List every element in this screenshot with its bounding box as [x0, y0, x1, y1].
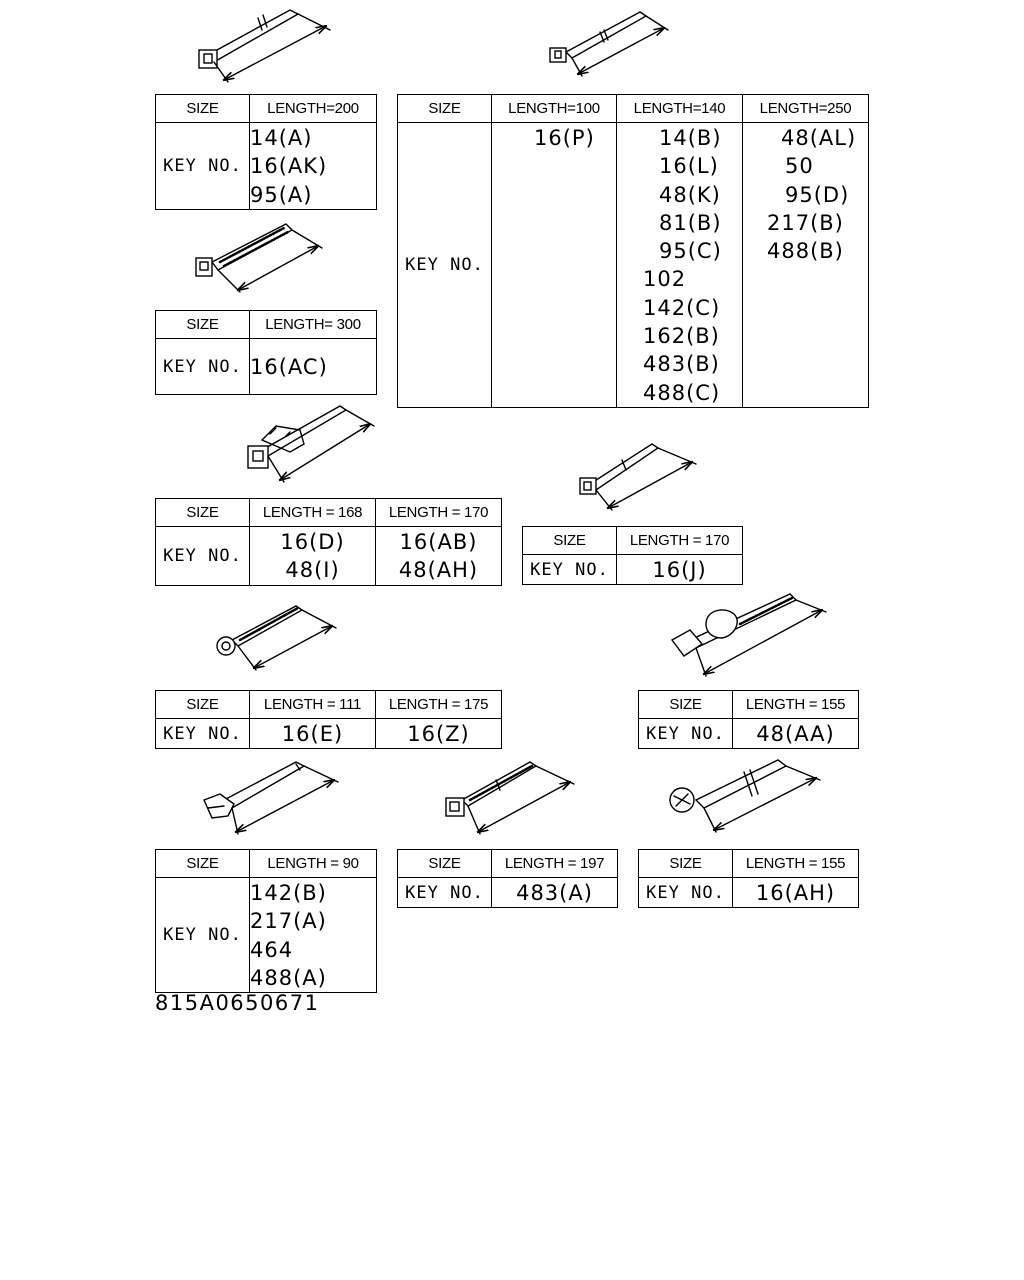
key-value: 48(AA) — [756, 722, 835, 746]
length-header: LENGTH = 175 — [375, 690, 502, 719]
length-header: LENGTH=140 — [616, 94, 743, 123]
key-value: 217(B) — [767, 210, 844, 235]
table-length-300: SIZE LENGTH= 300 KEY NO. 16(AC) — [155, 310, 377, 395]
key-value: 16(J) — [652, 558, 707, 582]
key-value: 16(P) — [534, 126, 595, 150]
table-length-200: SIZE LENGTH=200 KEY NO. 14(A) 16(AK) 95(… — [155, 94, 377, 210]
key-no-label: KEY NO. — [638, 876, 733, 909]
cable-tie-clip-200-illustration — [198, 9, 331, 83]
length-header: LENGTH = 197 — [491, 849, 618, 878]
key-value: 14(B) — [659, 126, 722, 150]
key-value: 488(A) — [250, 965, 327, 990]
table-length-168-170: SIZE LENGTH = 168 LENGTH = 170 KEY NO. 1… — [155, 498, 502, 586]
length-header: LENGTH=100 — [491, 94, 617, 123]
size-header: SIZE — [397, 849, 492, 878]
key-no-label: KEY NO. — [155, 876, 250, 994]
table-length-155-edge-clip: SIZE LENGTH = 155 KEY NO. 48(AA) — [638, 690, 859, 750]
cable-tie-ratchet-300-illustration — [195, 223, 323, 293]
cable-tie-round-head-155-illustration — [669, 759, 821, 833]
table-length-111-175: SIZE LENGTH = 111 LENGTH = 175 KEY NO. 1… — [155, 690, 502, 750]
size-header: SIZE — [522, 526, 617, 555]
length-header: LENGTH = 90 — [249, 849, 377, 878]
key-no-label: KEY NO. — [155, 717, 250, 750]
cable-tie-clip-170-illustration — [579, 443, 697, 511]
key-value: 48(AL) — [781, 126, 857, 150]
key-value: 16(L) — [659, 154, 719, 179]
key-value: 142(B) — [250, 881, 327, 905]
key-no-label: KEY NO. — [155, 526, 250, 586]
table-length-197: SIZE LENGTH = 197 KEY NO. 483(A) — [397, 849, 618, 909]
key-value: 95(C) — [659, 239, 722, 264]
key-no-label: KEY NO. — [397, 876, 492, 909]
length-header: LENGTH = 170 — [375, 498, 502, 527]
size-header: SIZE — [638, 849, 733, 878]
length-header: LENGTH = 170 — [616, 526, 743, 555]
key-no-label: KEY NO. — [522, 553, 617, 586]
key-value: 50 — [785, 154, 814, 179]
diagram-code: 815A0650671 — [155, 991, 320, 1015]
size-header: SIZE — [155, 310, 250, 339]
length-header: LENGTH = 111 — [249, 690, 376, 719]
length-header: LENGTH = 155 — [732, 849, 859, 878]
cable-tie-clamp-90-illustration — [203, 761, 339, 835]
key-value: 142(C) — [643, 295, 721, 320]
key-value: 48(AH) — [398, 558, 479, 583]
table-length-90: SIZE LENGTH = 90 KEY NO. 142(B) 217(A) 4… — [155, 849, 377, 994]
table-length-155-round-head: SIZE LENGTH = 155 KEY NO. 16(AH) — [638, 849, 859, 909]
key-value: 48(I) — [285, 558, 340, 583]
length-header: LENGTH=250 — [742, 94, 869, 123]
key-value: 16(Z) — [407, 722, 470, 746]
key-value: 81(B) — [659, 210, 722, 235]
key-no-label: KEY NO. — [397, 122, 492, 408]
key-value: 95(A) — [250, 182, 313, 207]
cable-tie-bracket-168-170-illustration — [247, 405, 375, 483]
size-header: SIZE — [638, 690, 733, 719]
cable-tie-round-111-175-illustration — [216, 605, 337, 671]
key-value: 95(D) — [785, 182, 850, 207]
size-header: SIZE — [155, 94, 250, 123]
key-value: 483(A) — [516, 881, 593, 905]
key-value: 488(C) — [643, 380, 721, 405]
key-value: 16(D) — [280, 530, 345, 554]
key-value: 16(AK) — [250, 154, 328, 179]
size-header: SIZE — [155, 498, 250, 527]
cable-tie-clip-100-140-250-illustration — [549, 11, 669, 77]
size-header: SIZE — [397, 94, 492, 123]
key-no-label: KEY NO. — [155, 338, 250, 395]
cable-tie-long-197-illustration — [445, 761, 575, 835]
cable-tie-edge-clip-155-illustration — [670, 593, 827, 677]
size-header: SIZE — [155, 690, 250, 719]
length-header: LENGTH = 168 — [249, 498, 376, 527]
length-header: LENGTH = 155 — [732, 690, 859, 719]
key-value: 217(A) — [250, 909, 327, 934]
key-value: 16(E) — [281, 722, 344, 746]
key-value: 48(K) — [659, 182, 721, 207]
key-value: 483(B) — [643, 352, 720, 377]
length-header: LENGTH= 300 — [249, 310, 377, 339]
table-length-100-140-250: SIZE LENGTH=100 LENGTH=140 LENGTH=250 KE… — [397, 94, 869, 408]
key-value: 102 — [643, 267, 687, 292]
key-value: 14(A) — [250, 126, 313, 150]
size-header: SIZE — [155, 849, 250, 878]
key-no-label: KEY NO. — [155, 122, 250, 210]
length-header: LENGTH=200 — [249, 94, 377, 123]
key-value: 16(AH) — [755, 881, 836, 905]
key-value: 16(AB) — [399, 530, 478, 554]
key-value: 162(B) — [643, 324, 720, 349]
key-no-label: KEY NO. — [638, 717, 733, 750]
key-value: 16(AC) — [250, 354, 328, 379]
table-length-170: SIZE LENGTH = 170 KEY NO. 16(J) — [522, 526, 743, 586]
key-value: 464 — [250, 937, 294, 962]
key-value: 488(B) — [767, 239, 844, 264]
